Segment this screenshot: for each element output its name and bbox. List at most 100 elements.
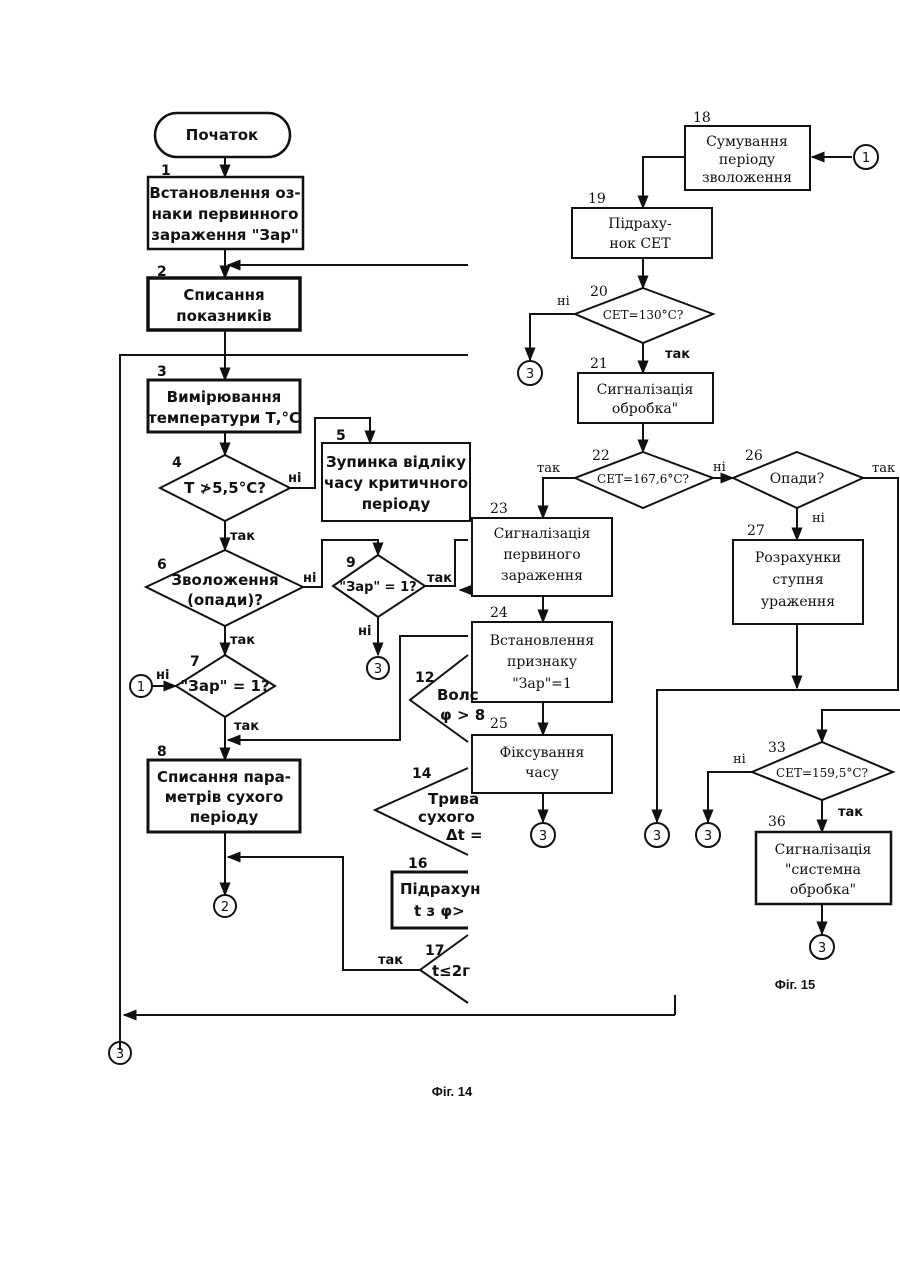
box-21-line-1: Сигналізація — [597, 382, 694, 398]
box-25 — [472, 735, 612, 793]
box-36-line-2: "системна — [785, 862, 861, 878]
decision-33-yes-label: так — [838, 805, 863, 820]
box-36-line-3: обробка" — [790, 882, 856, 898]
box-16-line-2: t з φ> — [414, 902, 465, 920]
box-18-line-1: Сумування — [706, 134, 788, 150]
decision-20-text: СЕТ=130°С? — [603, 308, 684, 322]
decision-20-num: 20 — [590, 284, 608, 300]
box-2-line-1: Списання — [183, 286, 264, 304]
box-24-num: 24 — [490, 605, 508, 621]
decision-14-line-2: сухого — [418, 808, 475, 826]
box-19-num: 19 — [588, 191, 606, 207]
connector-1-d7-label: 1 — [137, 680, 145, 695]
box-21-line-2: обробка" — [612, 401, 678, 417]
decision-6-no-label: ні — [303, 571, 316, 586]
box-25-line-1: Фіксування — [500, 745, 585, 761]
connector-3-b25-label: 3 — [539, 829, 547, 844]
decision-12-num: 12 — [415, 670, 434, 686]
start-label: Початок — [186, 126, 258, 144]
decision-22-no-label: ні — [713, 460, 726, 475]
box-27-line-3: ураження — [761, 594, 835, 610]
box-18-line-3: зволоження — [702, 170, 792, 186]
connector-3-d9-label: 3 — [374, 662, 382, 677]
decision-17-yes-label: так — [378, 953, 403, 968]
box-19-line-2: нок СЕТ — [609, 236, 671, 252]
box-1-line-2: наки первинного — [152, 205, 299, 223]
box-5-line-1: Зупинка відліку — [326, 453, 466, 471]
box-23-num: 23 — [490, 501, 508, 517]
box-1-num: 1 — [161, 163, 171, 179]
decision-7-yes-label: так — [234, 719, 259, 734]
box-24-line-1: Встановлення — [490, 633, 595, 649]
box-3-line-1: Вимірювання — [167, 388, 282, 406]
decision-33-text: СЕТ=159,5°С? — [776, 766, 868, 780]
decision-4-num: 4 — [172, 455, 182, 471]
decision-26-num: 26 — [745, 448, 763, 464]
box-16-line-1: Підрахун — [400, 880, 481, 898]
decision-12-line-1: Волс — [437, 686, 479, 704]
decision-33-no-label: ні — [733, 752, 746, 767]
decision-14-line-1: Трива — [428, 790, 479, 808]
box-16-num: 16 — [408, 856, 427, 872]
connector-3-d33-label: 3 — [704, 829, 712, 844]
decision-7-text: "Зар" = 1? — [180, 677, 269, 695]
decision-9-no-label: ні — [358, 624, 371, 639]
decision-9-num: 9 — [346, 555, 356, 571]
decision-12-line-2: φ > 8 — [440, 706, 485, 724]
decision-26-no-label: ні — [812, 511, 825, 526]
decision-7-num: 7 — [190, 654, 200, 670]
box-8-line-2: метрів сухого — [165, 788, 284, 806]
decision-20-no-label: ні — [557, 294, 570, 309]
decision-4-text: Т ≯5,5°С? — [184, 479, 266, 497]
box-3-num: 3 — [157, 364, 167, 380]
decision-26-yes-label: так — [872, 461, 895, 476]
connector-1-f15-label: 1 — [862, 151, 870, 166]
decision-7-no-label: ні — [156, 668, 169, 683]
box-36-line-1: Сигналізація — [775, 842, 872, 858]
box-1-line-3: зараження "Зар" — [151, 226, 299, 244]
decision-4-no-label: ні — [288, 471, 301, 486]
box-23-line-2: первиного — [503, 547, 580, 563]
decision-14-num: 14 — [412, 766, 432, 782]
decision-6-yes-label: так — [230, 633, 255, 648]
decision-14-line-3: Δt = — [446, 826, 483, 844]
box-27-num: 27 — [747, 523, 765, 539]
connector-2-label: 2 — [221, 900, 229, 915]
box-21-num: 21 — [590, 356, 608, 372]
decision-17-text: t≤2г — [432, 962, 470, 980]
box-25-line-2: часу — [525, 765, 559, 781]
decision-6-num: 6 — [157, 557, 167, 573]
decision-33-num: 33 — [768, 740, 786, 756]
box-19-line-1: Підраху- — [608, 216, 672, 232]
decision-22-num: 22 — [592, 448, 610, 464]
decision-22-yes-label: так — [537, 461, 560, 476]
box-1-line-1: Встановлення оз- — [149, 184, 300, 202]
fig14-caption: Фіг. 14 — [432, 1084, 473, 1099]
decision-20-yes-label: так — [665, 347, 690, 362]
box-3-line-2: температури Т,°С — [148, 409, 300, 427]
decision-6-line-1: Зволоження — [171, 571, 278, 589]
decision-17-num: 17 — [425, 943, 444, 959]
box-27-line-2: ступня — [772, 572, 823, 588]
box-5-line-2: часу критичного — [324, 474, 468, 492]
box-2-line-2: показників — [176, 307, 271, 325]
connector-3-d26-label: 3 — [653, 829, 661, 844]
box-5-num: 5 — [336, 428, 346, 444]
decision-9-text: "Зар" = 1? — [339, 580, 416, 595]
box-8-line-3: періоду — [190, 808, 259, 826]
box-2-num: 2 — [157, 264, 167, 280]
decision-4-yes-label: так — [230, 529, 255, 544]
box-18-num: 18 — [693, 110, 711, 126]
box-24-line-2: признаку — [507, 654, 578, 670]
fig15-caption: Фіг. 15 — [775, 977, 816, 992]
decision-26-text: Опади? — [770, 471, 825, 487]
box-25-num: 25 — [490, 716, 508, 732]
box-8-num: 8 — [157, 744, 167, 760]
box-36-num: 36 — [768, 814, 786, 830]
box-24-line-3: "Зар"=1 — [512, 676, 572, 692]
decision-9-yes-label: так — [427, 571, 452, 586]
box-27-line-1: Розрахунки — [755, 550, 841, 566]
connector-3-b36-label: 3 — [818, 941, 826, 956]
connector-3-bottom-label: 3 — [116, 1047, 124, 1062]
box-8-line-1: Списання пара- — [157, 768, 291, 786]
